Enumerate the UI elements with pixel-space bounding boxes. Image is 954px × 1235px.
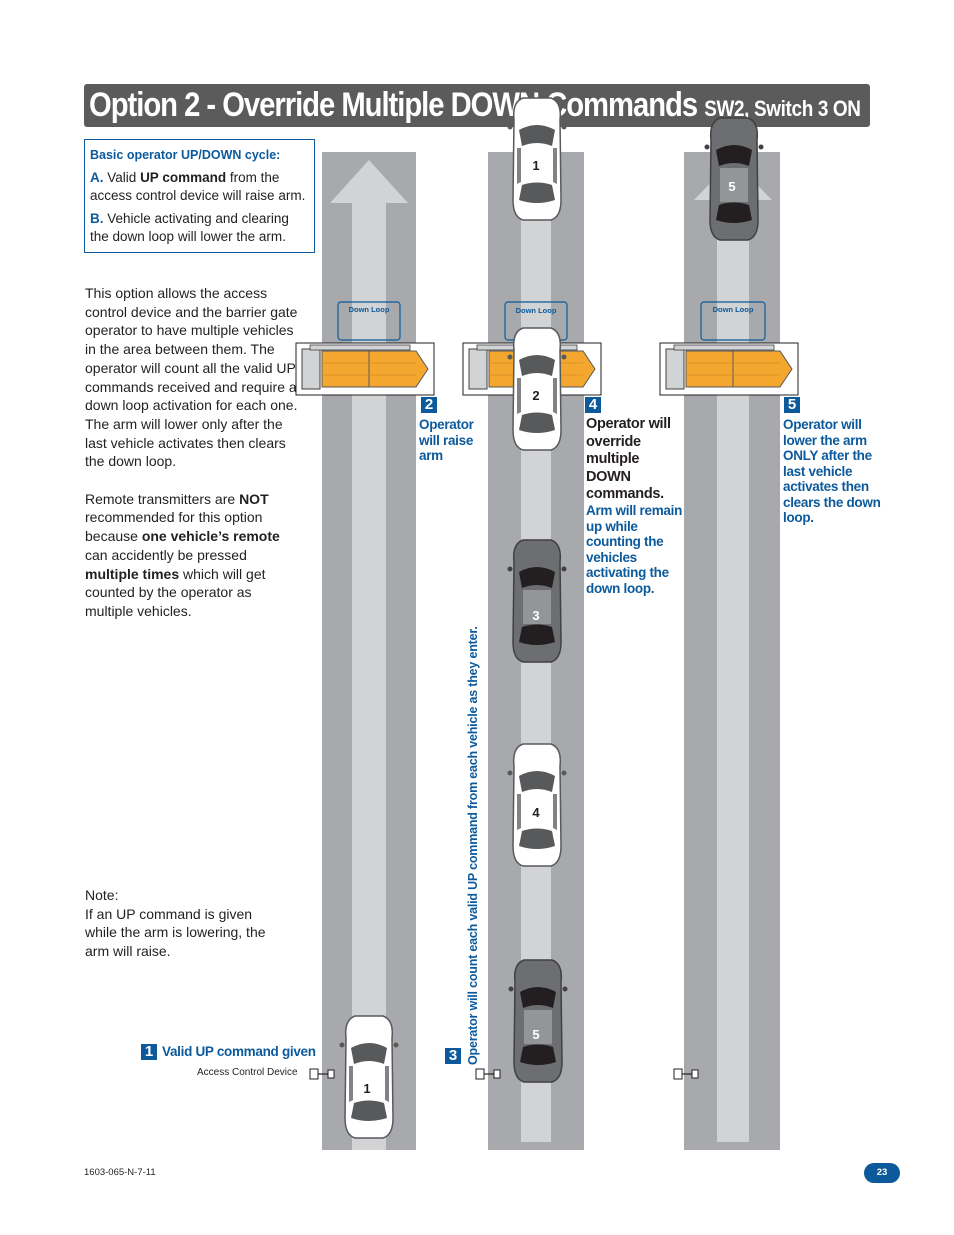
step-3-text: Operator will count each valid UP comman… [466, 626, 480, 1065]
lane-1-down-loop [337, 301, 401, 341]
lane-1-arrow-head [330, 160, 408, 203]
basic-cycle-step-b: B. Vehicle activating and clearing the d… [90, 211, 289, 244]
lane-1-car-1 [338, 1015, 400, 1139]
access-control-device-label: Access Control Device [197, 1067, 298, 1078]
down-loop-label-3: Down Loop [712, 305, 754, 314]
step-5-text: Operator will lower the arm ONLY after t… [783, 417, 881, 525]
step-2-number: 2 [421, 397, 437, 413]
lane-3-down-loop [700, 301, 766, 341]
step-1-number: 1 [141, 1044, 157, 1060]
step-3-number: 3 [445, 1048, 461, 1064]
description-para-2: Remote transmitters are NOT recommended … [85, 490, 280, 619]
car-number: 2 [532, 388, 540, 403]
step-4-number: 4 [585, 397, 601, 413]
lane-3-arrow-shaft [717, 200, 749, 1142]
lane-2-car-5 [507, 959, 569, 1083]
lane-1-gate [295, 342, 435, 396]
title-main: Option 2 - Override Multiple DOWN Comman… [89, 86, 698, 124]
step-5-number: 5 [784, 397, 800, 413]
basic-cycle-box: Basic operator UP/DOWN cycle: A. Valid U… [84, 139, 315, 253]
car-number: 4 [532, 805, 540, 820]
step-1-label: Valid UP command given [162, 1044, 316, 1059]
car-number: 3 [532, 608, 540, 623]
note-label: Note: [85, 887, 119, 903]
basic-cycle-heading: Basic operator UP/DOWN cycle: [90, 148, 281, 162]
lane-3-gate [659, 342, 799, 396]
car-number: 1 [532, 158, 540, 173]
title-sub: SW2, Switch 3 ON [704, 96, 861, 121]
lane-2-car-3 [506, 539, 568, 663]
car-number: 5 [532, 1027, 540, 1042]
page-number: 23 [864, 1163, 900, 1183]
basic-cycle-step-a: A. Valid UP command from the access cont… [90, 170, 306, 203]
step-4-heading: Operator will override multiple DOWN com… [586, 416, 671, 502]
description-text: This option allows the access control de… [85, 284, 300, 639]
note-text: If an UP command is given while the arm … [85, 905, 266, 960]
car-number: 1 [363, 1081, 371, 1096]
page-title: Option 2 - Override Multiple DOWN Comman… [89, 84, 861, 130]
description-para-1: This option allows the access control de… [85, 285, 298, 470]
step-4-text: Arm will remain up while counting the ve… [586, 503, 683, 596]
step-2-text: Operator will raise arm [419, 417, 474, 463]
down-loop-label-2: Down Loop [515, 306, 557, 315]
document-code: 1603-065-N-7-11 [84, 1167, 156, 1178]
note: Note: If an UP command is given while th… [85, 886, 285, 961]
down-loop-label-1: Down Loop [348, 305, 390, 314]
car-number: 5 [728, 179, 736, 194]
